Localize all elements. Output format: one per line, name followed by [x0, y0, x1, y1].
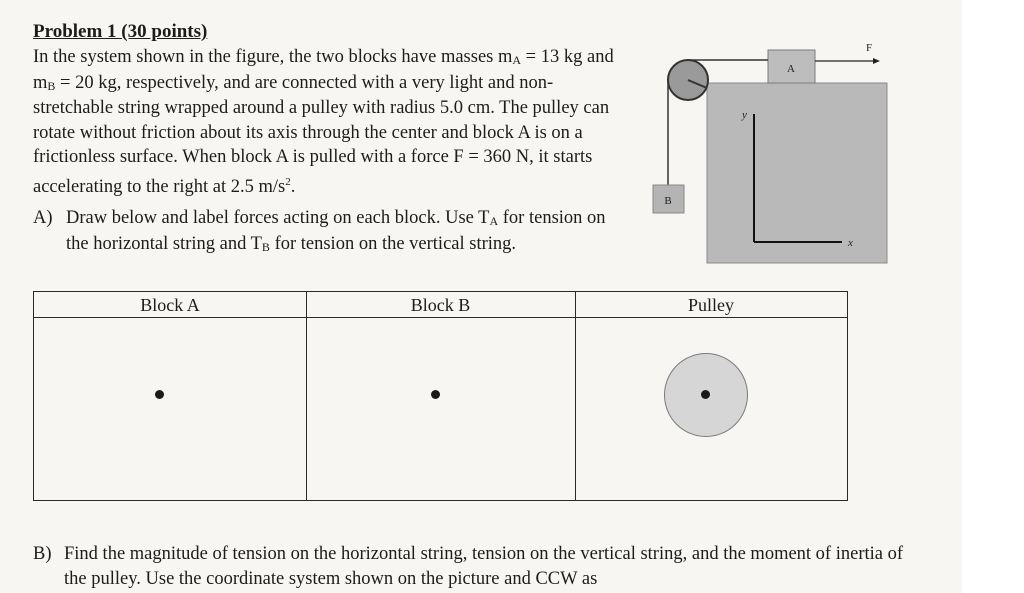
- part-b-label: B): [33, 544, 52, 564]
- part-a-label: A): [33, 208, 53, 228]
- table-header-divider: [34, 317, 847, 318]
- column-header-pulley: Pulley: [687, 295, 734, 315]
- free-body-diagram-table: Block A Block B Pulley: [33, 291, 848, 501]
- block-a-label: A: [787, 63, 795, 75]
- block-b: [652, 184, 685, 214]
- table-block: [706, 82, 888, 264]
- x-axis-label: x: [847, 237, 853, 249]
- block-a-center-dot: [155, 390, 164, 399]
- page-margin: [962, 0, 1024, 593]
- problem-heading: Problem 1 (30 points): [33, 21, 208, 42]
- y-axis-label: y: [741, 109, 747, 121]
- column-divider: [575, 292, 576, 500]
- block-b-center-dot: [431, 390, 440, 399]
- part-a-text: Draw below and label forces acting on ea…: [66, 208, 606, 254]
- column-header-block-a: Block A: [140, 295, 200, 315]
- system-figure: A B F y x: [652, 42, 888, 264]
- force-label: F: [866, 42, 872, 54]
- problem-statement: In the system shown in the figure, the t…: [33, 47, 614, 198]
- column-header-block-b: Block B: [410, 295, 471, 315]
- pulley-bracket: [687, 79, 708, 89]
- column-divider: [306, 292, 307, 500]
- force-arrowhead: [873, 58, 880, 64]
- part-b-text: Find the magnitude of tension on the hor…: [64, 544, 904, 589]
- block-a: [767, 49, 816, 84]
- block-b-label: B: [664, 195, 671, 207]
- pulley-center-dot: [701, 390, 710, 399]
